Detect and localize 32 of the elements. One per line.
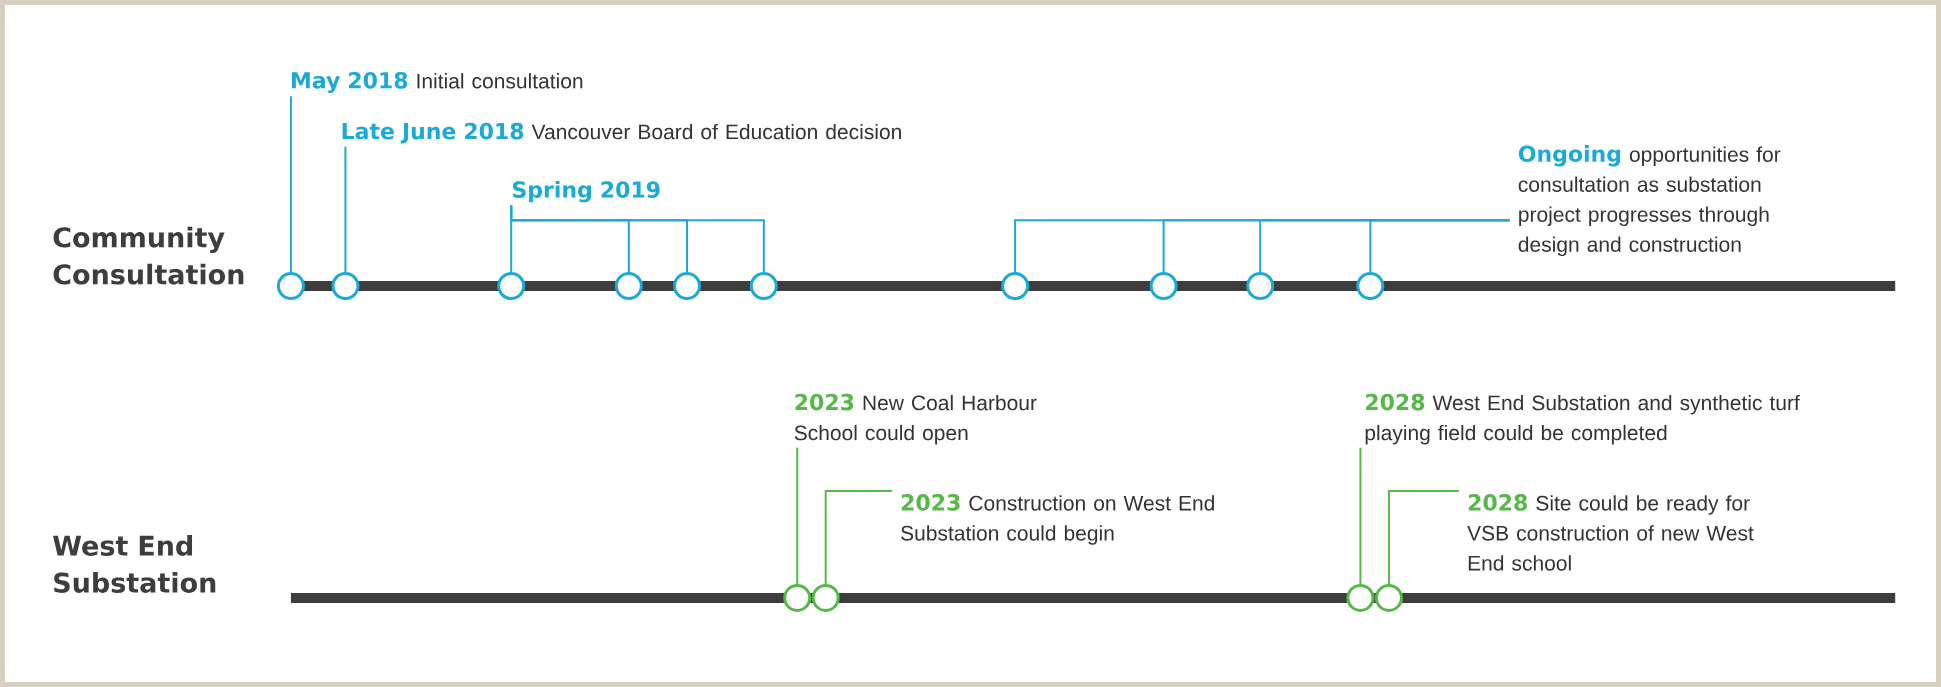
leader-line <box>824 489 893 585</box>
milestone-circle <box>614 272 643 300</box>
milestone-circle <box>673 272 701 300</box>
milestone-circle <box>811 583 840 612</box>
timeline-note: Late June 2018 Vancouver Board of Education decision <box>342 122 901 144</box>
milestone-circle <box>276 272 305 300</box>
timeline-note: Ongoing opportunities for consultation as substation project progresses through design and construction <box>1518 145 1781 257</box>
leader-line <box>289 95 292 273</box>
timeline-note: Spring 2019 <box>513 180 660 203</box>
milestone-circle <box>783 583 812 612</box>
milestone-circle <box>749 272 778 300</box>
milestone-circle <box>1356 272 1385 300</box>
row-label: West End Substation <box>53 535 216 593</box>
row-label: Community Consultation <box>53 226 244 285</box>
leader-line <box>1369 219 1511 273</box>
timeline-note: 2028 West End Substation and synthetic turf playing field could be completed <box>1365 393 1800 445</box>
milestone-circle <box>1346 583 1375 612</box>
milestone-circle <box>1001 272 1030 300</box>
milestone-circle <box>331 272 360 300</box>
leader-line <box>1387 489 1460 585</box>
timeline-note: 2023 Construction on West End Substation could begin <box>901 494 1214 545</box>
leader-line <box>796 446 799 585</box>
milestone-circle <box>1246 272 1275 300</box>
leader-line <box>510 204 765 273</box>
timeline-note: 2028 Site could be ready for VSB construction of new West End school <box>1467 494 1754 571</box>
timeline-note: 2023 New Coal Harbour School could open <box>794 393 1037 445</box>
milestone-circle <box>1374 583 1403 612</box>
timeline-note: May 2018 Initial consultation <box>291 72 583 94</box>
leader-line <box>1359 446 1362 585</box>
milestone-circle <box>1149 272 1178 300</box>
leader-line <box>344 145 347 273</box>
milestone-circle <box>497 272 526 300</box>
